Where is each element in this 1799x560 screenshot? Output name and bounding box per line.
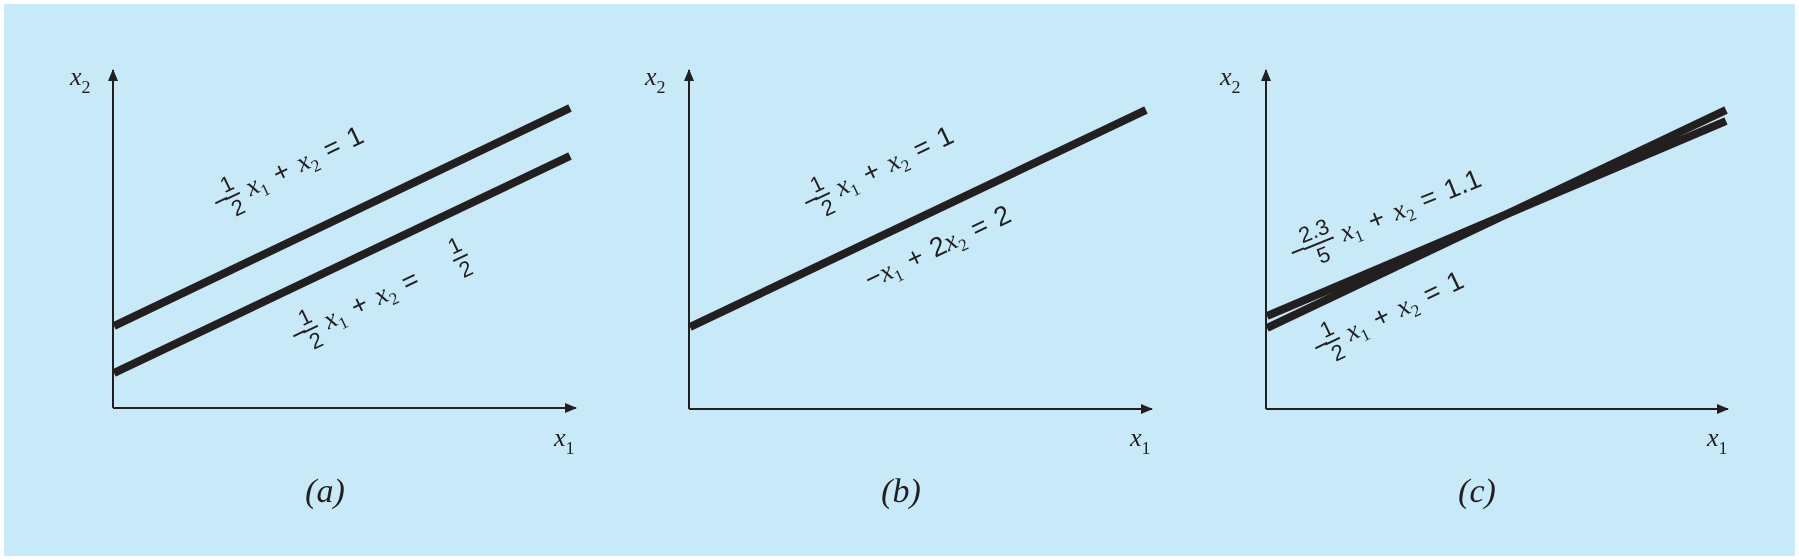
line-coincident (688, 106, 1148, 331)
fraction-bar (302, 324, 319, 334)
line-eq2 (1265, 106, 1728, 332)
fraction-bar (814, 191, 831, 201)
line-eq1 (112, 104, 572, 330)
fraction-bar (1303, 236, 1335, 251)
caption-a: (a) (305, 473, 345, 510)
line-eq2 (112, 152, 572, 377)
fraction-bar (224, 191, 241, 201)
caption-b: (b) (881, 473, 921, 510)
x1-axis-label: x1 (553, 423, 575, 458)
x2-axis-label: x2 (69, 62, 91, 97)
caption-c: (c) (1458, 473, 1496, 510)
x2-axis-label: x2 (1219, 62, 1241, 97)
equation-terms: x1+x2=1 (239, 120, 370, 206)
x1-axis-label: x1 (1706, 423, 1728, 458)
fraction-bar (452, 253, 469, 263)
x1-axis-label: x1 (1129, 423, 1151, 458)
fraction-bar (1324, 336, 1341, 346)
x2-axis-label: x2 (644, 62, 666, 97)
